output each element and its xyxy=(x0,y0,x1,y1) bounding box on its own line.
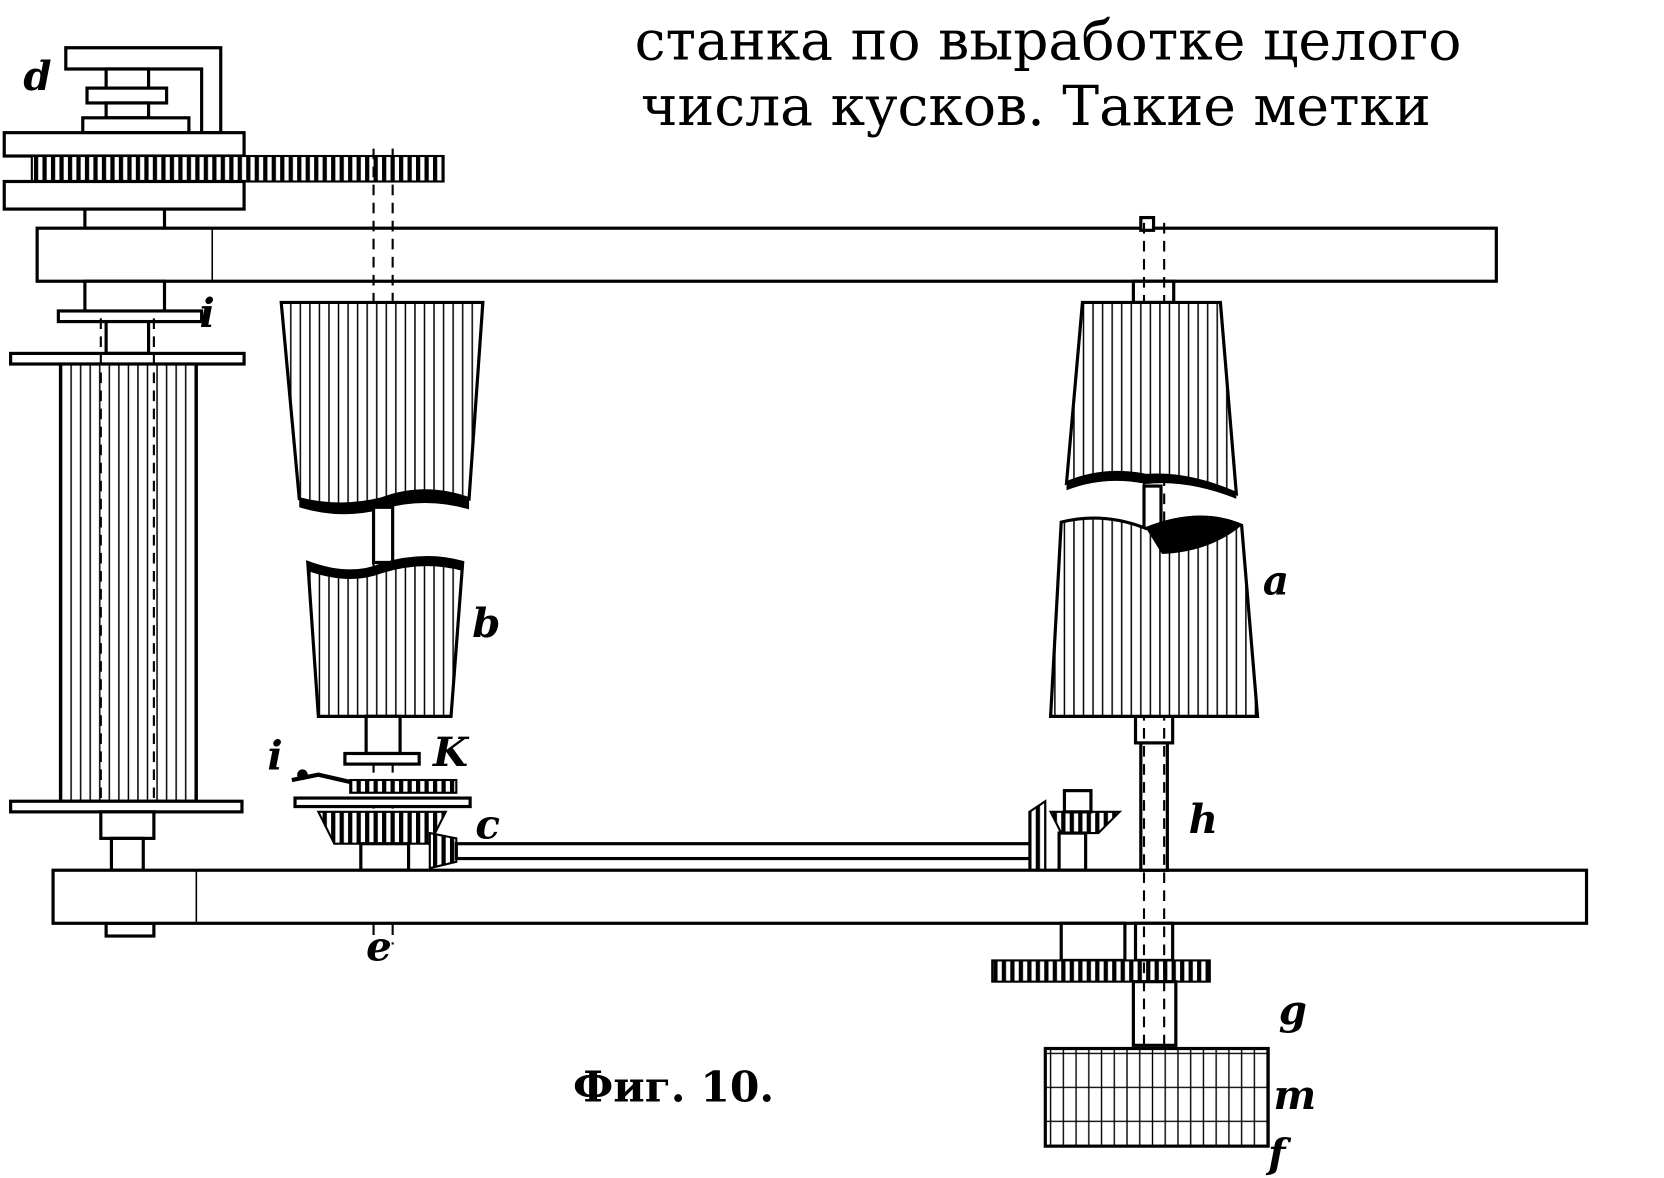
label-i-low: i xyxy=(267,731,282,779)
label-d: d xyxy=(23,52,51,100)
gear-c-assembly xyxy=(291,769,1123,888)
body-text-line-2: числа кусков. Такие метки xyxy=(641,75,1431,139)
bottom-rail xyxy=(51,868,1589,925)
bracket-d xyxy=(2,46,445,230)
figure-caption: Фиг. 10. xyxy=(573,1063,774,1113)
cone-b xyxy=(279,300,485,766)
label-c: c xyxy=(475,800,500,848)
label-g: g xyxy=(1279,986,1307,1034)
spool xyxy=(9,279,246,938)
label-e: e xyxy=(366,922,392,970)
body-text-line-1: станка по выработке целого xyxy=(635,9,1462,73)
cone-a xyxy=(1048,300,1260,718)
label-h: h xyxy=(1189,795,1218,843)
label-f: f xyxy=(1265,1129,1292,1177)
label-m: m xyxy=(1273,1071,1316,1119)
label-i-top: i xyxy=(200,289,215,337)
label-b: b xyxy=(472,599,500,647)
label-a: a xyxy=(1263,556,1289,604)
drum-gmf xyxy=(1043,1046,1270,1148)
label-k: K xyxy=(432,728,470,776)
top-rail xyxy=(35,215,1498,283)
